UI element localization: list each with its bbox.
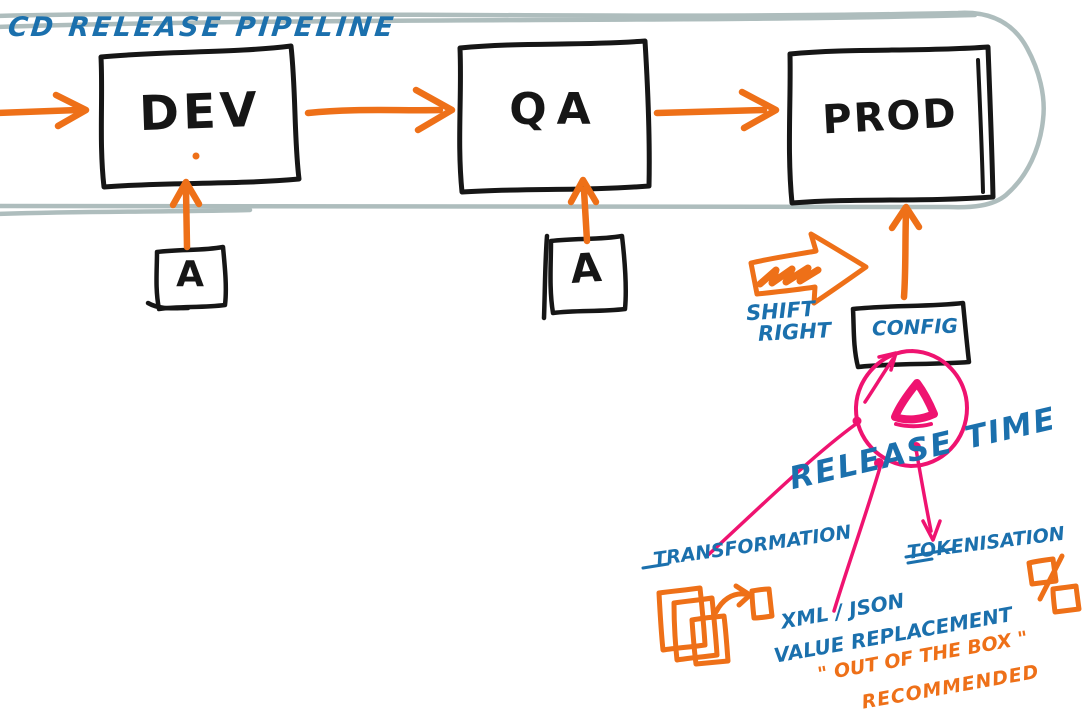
dev-dot [192,152,200,160]
artifact-letter-dev: A [176,254,204,295]
documents-stack-icon-3 [689,613,731,667]
stage-label-qa: QA [509,84,601,135]
documents-stack-icon [656,585,708,653]
transform-arrow-icon [713,583,753,615]
artifact-letter-qa: A [568,244,604,294]
dash-over-tokenisation-2 [906,557,934,565]
release-circle [853,349,969,468]
delta-baseline [894,422,933,429]
arrow-qa-to-prod [653,88,780,132]
stage-label-prod: PROD [821,90,959,144]
stage-boxes [98,38,996,370]
dev-box [98,43,302,190]
arrow-to-tokenisation [914,447,942,542]
shift-right-arrow-icon [748,231,869,306]
prod-box-retrace [976,58,985,194]
release-hub [705,349,969,613]
document-icon [749,586,775,621]
dash-over-tokenisation [904,547,955,559]
scribble-fill [756,264,822,288]
hub-node-right [911,442,921,452]
artifact-icon-dev [154,244,229,312]
arrow-hub-to-config [863,351,898,404]
line-to-xml-json [832,462,883,613]
token-percent-icon [1026,553,1082,615]
arrow-artifact-to-dev [169,178,203,251]
arrow-dev-to-qa [304,86,456,134]
arrow-artifact-to-qa [567,176,600,245]
line-to-transformation [705,422,858,558]
pipeline-title: CD RELEASE PIPELINE [6,12,398,43]
artifact-icons [145,233,629,321]
arrow-config-to-prod [888,203,923,301]
documents-stack-icon-2 [671,595,720,663]
qa-box [457,38,652,195]
pipeline-container-outline [0,10,1046,217]
artifact-icon-qa-tail [541,233,550,321]
flow-arrows [0,86,923,301]
stage-label-dev: DEV [138,81,262,143]
config-box [850,300,972,370]
arrow-into-dev [0,91,90,130]
dash-before-transformation [641,562,670,570]
artifact-icon-dev-tail [145,300,191,311]
delta-triangle-icon [891,379,938,424]
prod-box [786,44,996,206]
config-label: CONFIG [871,313,959,341]
shift-right-label-line2: RIGHT [757,318,832,346]
transformation-icons [656,583,775,667]
artifact-icon-qa [548,233,629,316]
handwriting-dashes [641,547,955,570]
